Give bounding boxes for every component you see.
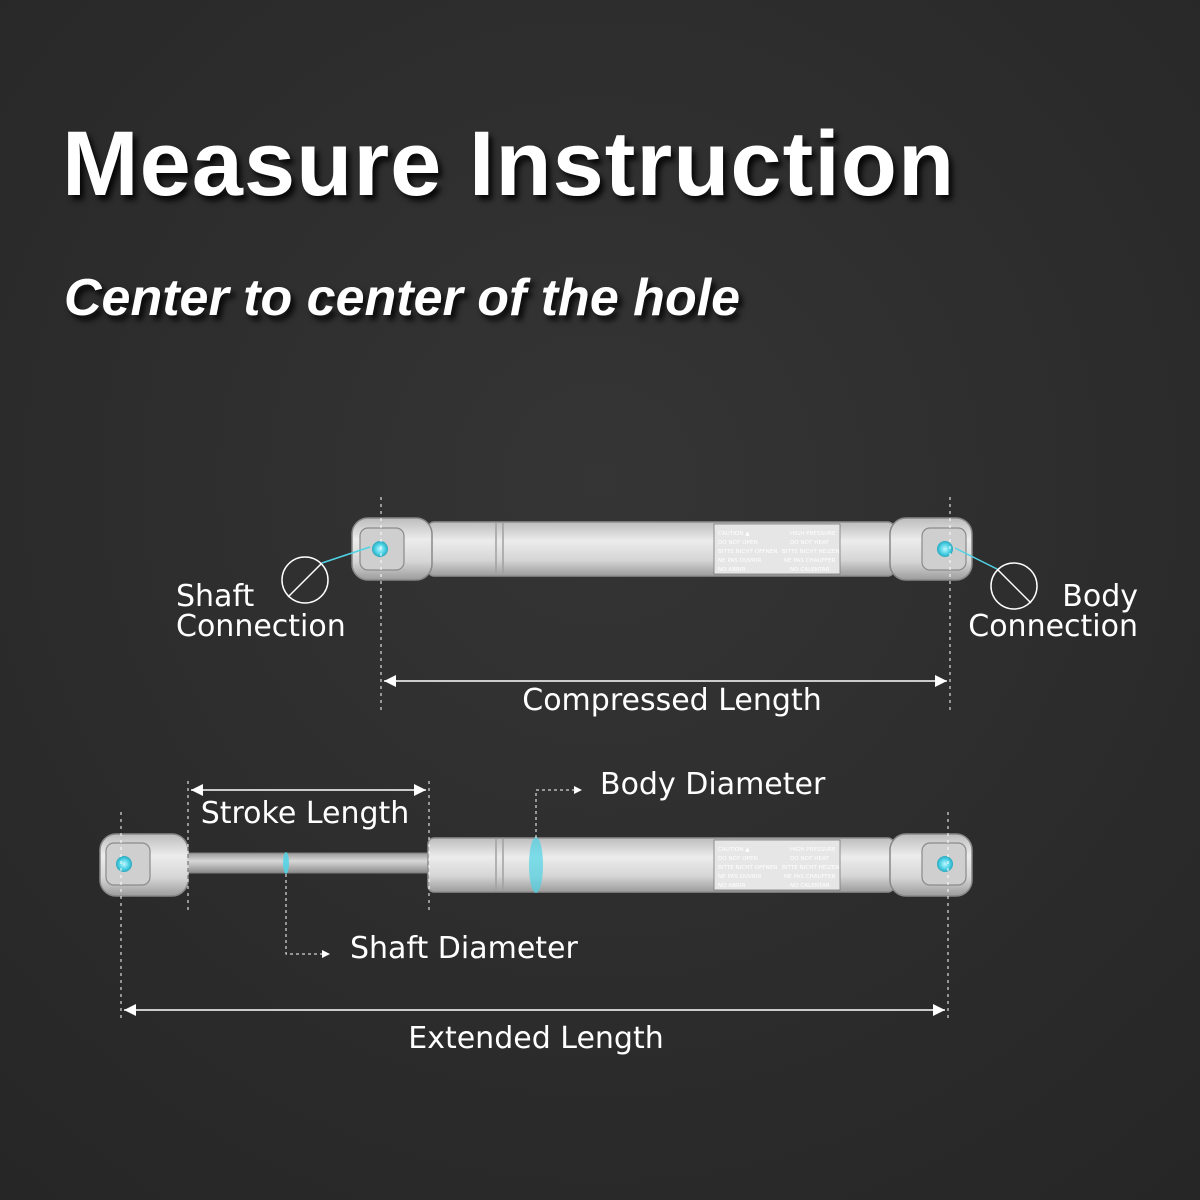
svg-text:DO NOT HEAT: DO NOT HEAT bbox=[790, 856, 829, 862]
stroke-length-dimension bbox=[187, 781, 430, 912]
svg-text:NE PAS CHAUFFER: NE PAS CHAUFFER bbox=[784, 558, 836, 564]
svg-text:CAUTION ▲: CAUTION ▲ bbox=[718, 847, 750, 853]
shaft-diameter-leader bbox=[285, 874, 330, 958]
shaft-end-fitting bbox=[99, 833, 189, 897]
compressed-length-dimension bbox=[380, 497, 951, 712]
extended-strut: CAUTION ▲ DO NOT OPEN BITTE NICHT OFFNEN… bbox=[99, 833, 973, 897]
svg-text:NE PAS CHAUFFER: NE PAS CHAUFFER bbox=[784, 874, 836, 880]
shaft-connection-callout bbox=[281, 546, 371, 604]
body-end-fitting bbox=[889, 833, 973, 897]
body-diameter-leader bbox=[535, 786, 582, 838]
body-diameter-marker bbox=[529, 837, 543, 893]
svg-text:NO CALENTAR: NO CALENTAR bbox=[790, 883, 830, 889]
body-connection-label-line2: Connection bbox=[968, 609, 1138, 644]
stroke-length-label: Stroke Length bbox=[201, 796, 410, 831]
svg-text:BITTE NICHT OFFNEN: BITTE NICHT OFFNEN bbox=[718, 865, 777, 871]
body-end-fitting bbox=[889, 517, 973, 581]
compressed-strut: CAUTION ▲ DO NOT OPEN BITTE NICHT OFFNEN… bbox=[351, 517, 973, 581]
page-title: Measure Instruction bbox=[62, 113, 956, 215]
svg-text:HIGH PRESSURE: HIGH PRESSURE bbox=[790, 847, 836, 853]
extended-length-label: Extended Length bbox=[408, 1021, 664, 1056]
svg-text:NE PAS OUVRIR: NE PAS OUVRIR bbox=[718, 874, 762, 880]
svg-text:CAUTION ▲: CAUTION ▲ bbox=[718, 531, 750, 537]
body-connection-label: Body bbox=[1062, 579, 1138, 614]
svg-text:NO ABRIR: NO ABRIR bbox=[718, 883, 746, 889]
compressed-length-label: Compressed Length bbox=[522, 683, 821, 718]
svg-text:NE PAS OUVRIR: NE PAS OUVRIR bbox=[718, 558, 762, 564]
body-connection-callout bbox=[954, 547, 1038, 610]
svg-text:NO CALENTAR: NO CALENTAR bbox=[790, 567, 830, 573]
shaft-diameter-marker bbox=[283, 852, 289, 874]
svg-text:BITTE NICHT HEIZEN: BITTE NICHT HEIZEN bbox=[782, 549, 840, 555]
shaft-connection-label: Shaft bbox=[176, 579, 254, 614]
svg-text:DO NOT OPEN: DO NOT OPEN bbox=[718, 540, 758, 546]
body-hole bbox=[937, 541, 953, 557]
shaft-hole bbox=[116, 856, 132, 872]
svg-text:NO ABRIR: NO ABRIR bbox=[718, 567, 746, 573]
svg-text:HIGH PRESSURE: HIGH PRESSURE bbox=[790, 531, 836, 537]
svg-text:BITTE NICHT OFFNEN: BITTE NICHT OFFNEN bbox=[718, 549, 777, 555]
magnifier-circle bbox=[281, 556, 329, 604]
warning-label: CAUTION ▲ DO NOT OPEN BITTE NICHT OFFNEN… bbox=[713, 523, 841, 575]
shaft-hole bbox=[372, 541, 388, 557]
page-subtitle: Center to center of the hole bbox=[64, 269, 741, 327]
svg-text:DO NOT HEAT: DO NOT HEAT bbox=[790, 540, 829, 546]
svg-text:BITTE NICHT HEIZEN: BITTE NICHT HEIZEN bbox=[782, 865, 840, 871]
warning-label: CAUTION ▲ DO NOT OPEN BITTE NICHT OFFNEN… bbox=[713, 839, 841, 891]
shaft-connection-label-line2: Connection bbox=[176, 609, 346, 644]
shaft-end-fitting bbox=[351, 517, 433, 581]
shaft-diameter-label: Shaft Diameter bbox=[350, 931, 578, 966]
magnifier-circle bbox=[990, 562, 1038, 610]
strut-shaft-rod bbox=[179, 852, 435, 874]
svg-text:DO NOT OPEN: DO NOT OPEN bbox=[718, 856, 758, 862]
body-hole bbox=[937, 856, 953, 872]
body-diameter-label: Body Diameter bbox=[600, 767, 826, 802]
extended-length-dimension bbox=[120, 812, 949, 1022]
